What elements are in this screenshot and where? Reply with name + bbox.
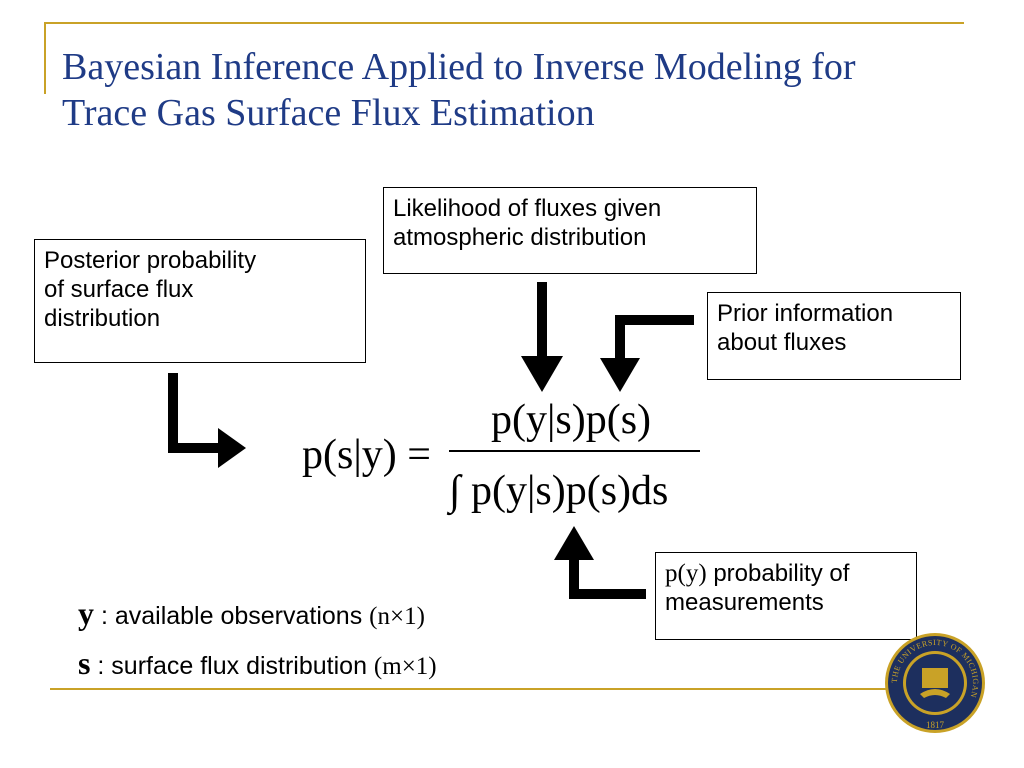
- definition-y-symbol: y: [78, 595, 94, 631]
- py-symbol: p(y): [665, 560, 707, 587]
- posterior-arrow: [168, 373, 246, 468]
- seal-year: 1817: [926, 720, 945, 730]
- posterior-line-2: of surface flux: [44, 276, 194, 303]
- left-rule: [44, 22, 46, 94]
- bayes-equation: p(s|y) = p(y|s)p(s) ∫ p(y|s)p(s)ds: [302, 397, 700, 516]
- slide-title: Bayesian Inference Applied to Inverse Mo…: [62, 44, 1012, 136]
- variable-definitions: y : available observations (n×1) s : sur…: [78, 588, 437, 688]
- definition-s: s : surface flux distribution (m×1): [78, 638, 437, 688]
- likelihood-callout: Likelihood of fluxes given atmospheric d…: [383, 187, 757, 274]
- prior-line-1: Prior information: [717, 300, 894, 327]
- bottom-rule: [50, 688, 950, 690]
- posterior-line-3: distribution: [44, 305, 161, 332]
- evidence-arrow: [554, 526, 646, 599]
- likelihood-line-1: Likelihood of fluxes given: [393, 195, 662, 222]
- definition-y: y : available observations (n×1): [78, 588, 437, 638]
- title-line-1: Bayesian Inference Applied to Inverse Mo…: [62, 46, 856, 88]
- likelihood-line-2: atmospheric distribution: [393, 224, 647, 251]
- definition-s-symbol: s: [78, 645, 91, 681]
- py-text-1: probability of: [706, 560, 850, 587]
- prior-line-2: about fluxes: [717, 329, 847, 356]
- title-line-2: Trace Gas Surface Flux Estimation: [62, 92, 595, 134]
- py-line-1: p(y) probability of: [665, 559, 907, 588]
- equation-lhs: p(s|y) =: [302, 432, 431, 478]
- prior-callout: Prior information about fluxes: [707, 292, 961, 380]
- py-line-2: measurements: [665, 589, 824, 616]
- posterior-line-1: Posterior probability: [44, 247, 257, 274]
- posterior-callout: Posterior probability of surface flux di…: [34, 239, 366, 363]
- measurement-probability-callout: p(y) probability of measurements: [655, 552, 917, 640]
- equation-numerator: p(y|s)p(s): [491, 397, 651, 443]
- definition-y-text: : available observations: [94, 602, 370, 630]
- likelihood-arrow: [521, 282, 563, 392]
- prior-arrow: [600, 315, 694, 392]
- top-rule: [44, 22, 964, 24]
- definition-s-text: : surface flux distribution: [90, 652, 374, 680]
- university-seal-logo: THE UNIVERSITY OF MICHIGAN 1817: [885, 633, 985, 733]
- equation-denominator: ∫ p(y|s)p(s)ds: [446, 468, 668, 516]
- definition-y-dimension: (n×1): [369, 603, 425, 630]
- definition-s-dimension: (m×1): [373, 653, 437, 680]
